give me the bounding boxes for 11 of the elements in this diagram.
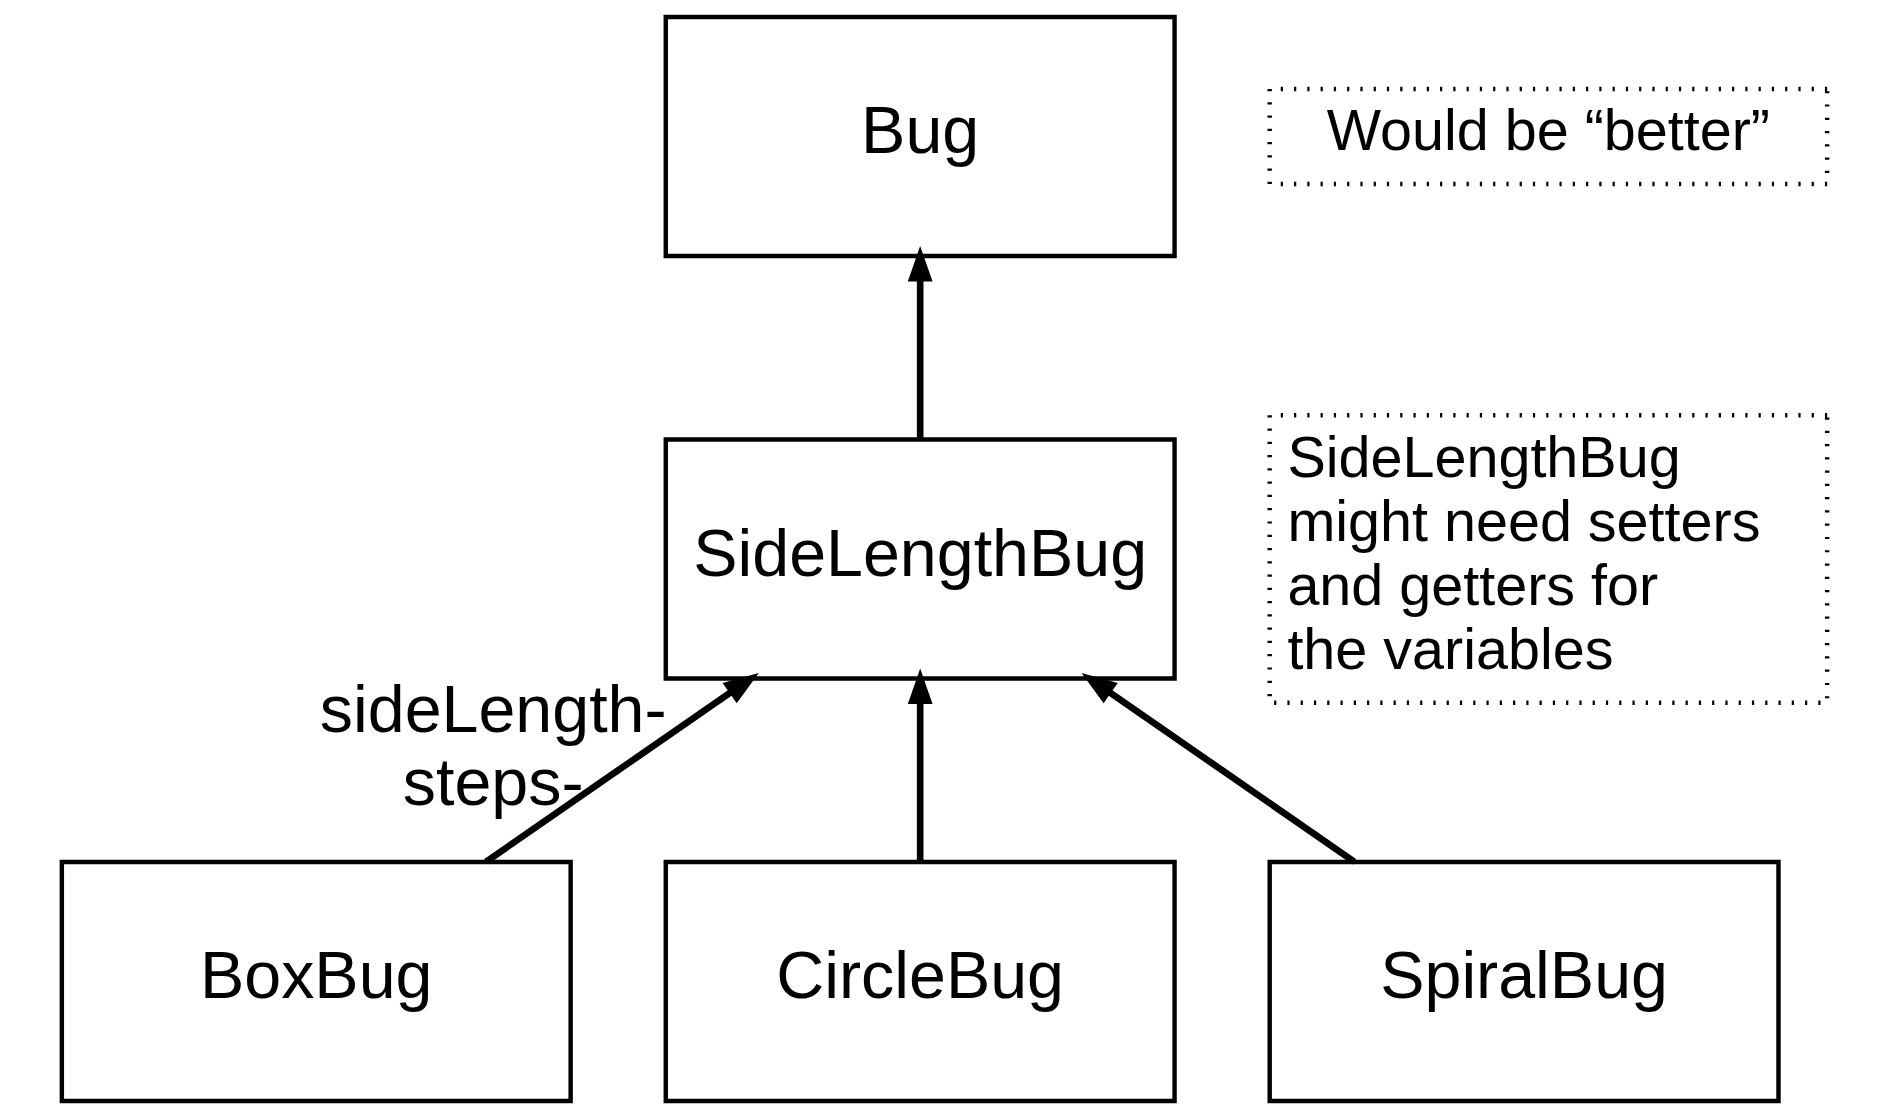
arrow	[907, 246, 933, 440]
node-box: Would be “better”	[1267, 86, 1830, 187]
arrow	[1081, 672, 1357, 865]
node-box: BoxBug	[59, 859, 573, 1104]
arrow	[484, 672, 759, 865]
arrow	[907, 668, 933, 862]
node-box: SideLengthBug might need setters and getters for the variables	[1267, 413, 1830, 705]
node-box: SideLengthBug	[663, 437, 1177, 681]
node-box: SpiralBug	[1267, 859, 1781, 1104]
node-box: Bug	[663, 14, 1177, 259]
node-box: CircleBug	[663, 859, 1177, 1104]
